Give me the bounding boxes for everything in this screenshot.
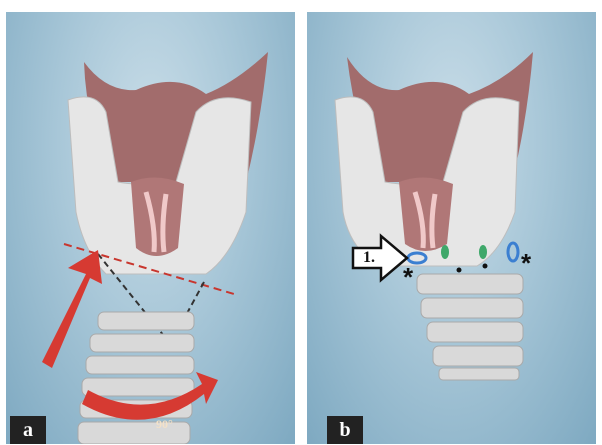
panel-a: 90° a — [6, 12, 295, 444]
arrow-number-label: 1. — [363, 249, 375, 267]
suture-marker-blue-right — [508, 243, 518, 261]
panel-a-label: a — [10, 416, 46, 444]
suture-marker-green-2 — [479, 245, 487, 259]
panel-b-label: b — [327, 416, 363, 444]
glottis — [131, 177, 184, 256]
trachea-stump — [417, 274, 523, 380]
asterisk-left: * — [403, 264, 413, 290]
panel-b-illustration — [307, 12, 596, 444]
dot-1 — [457, 268, 462, 273]
glottis — [399, 177, 453, 251]
dot-2 — [483, 264, 488, 269]
suture-marker-green-1 — [441, 245, 449, 259]
asterisk-right: * — [521, 250, 531, 276]
rotation-angle-label: 90° — [156, 417, 173, 432]
trachea — [78, 312, 194, 444]
panel-a-illustration — [6, 12, 295, 444]
panel-b: 1. * * b — [307, 12, 596, 444]
